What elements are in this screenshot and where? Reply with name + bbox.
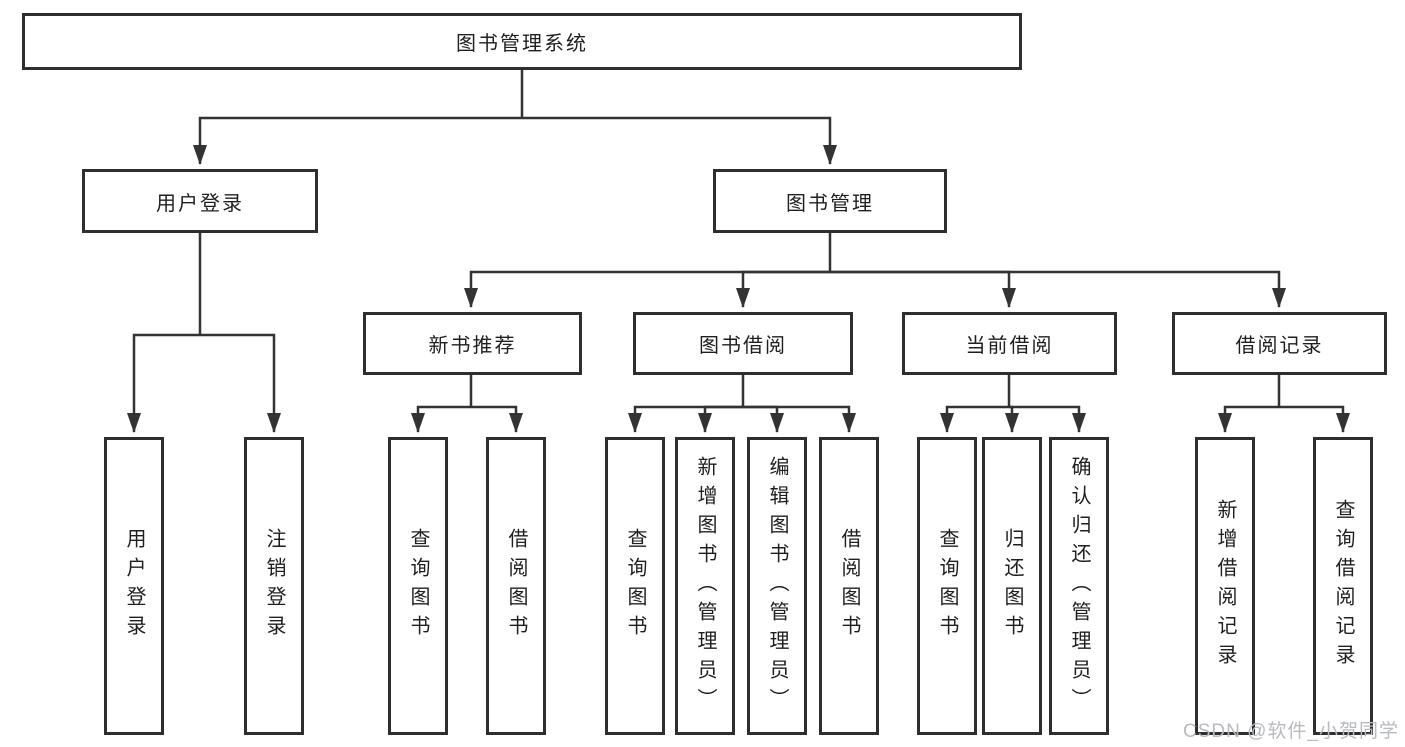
node-book-management: 图书管理: [713, 169, 947, 233]
node-root: 图书管理系统: [22, 13, 1022, 70]
node-leaf-query-books-current-label: 查询图书: [936, 528, 958, 644]
node-leaf-confirm-return-admin: 确认归还（管理员）: [1049, 437, 1109, 735]
node-leaf-return-book-label: 归还图书: [1001, 528, 1023, 644]
node-leaf-borrow-books-recommend-label: 借阅图书: [505, 528, 527, 644]
node-borrow-records-label: 借阅记录: [1235, 335, 1324, 357]
node-leaf-borrow-books: 借阅图书: [819, 437, 879, 735]
node-leaf-return-book: 归还图书: [982, 437, 1042, 735]
node-leaf-query-borrow-record-label: 查询借阅记录: [1332, 499, 1354, 673]
node-leaf-logout-label: 注销登录: [263, 528, 285, 644]
node-leaf-add-borrow-record-label: 新增借阅记录: [1214, 499, 1236, 673]
node-leaf-confirm-return-admin-label: 确认归还（管理员）: [1068, 455, 1090, 717]
node-leaf-borrow-books-label: 借阅图书: [838, 528, 860, 644]
node-leaf-query-books-recommend: 查询图书: [388, 437, 448, 735]
node-user-login: 用户登录: [82, 169, 318, 233]
node-leaf-borrow-books-recommend: 借阅图书: [486, 437, 546, 735]
node-leaf-user-login-label: 用户登录: [123, 528, 145, 644]
node-root-label: 图书管理系统: [456, 33, 588, 55]
node-book-borrow: 图书借阅: [633, 312, 853, 375]
node-leaf-add-borrow-record: 新增借阅记录: [1195, 437, 1255, 735]
node-leaf-query-borrow-record: 查询借阅记录: [1313, 437, 1373, 735]
node-leaf-query-books-recommend-label: 查询图书: [407, 528, 429, 644]
node-book-borrow-label: 图书借阅: [699, 335, 787, 357]
node-borrow-records: 借阅记录: [1172, 312, 1387, 375]
node-leaf-logout: 注销登录: [244, 437, 304, 735]
node-user-login-label: 用户登录: [156, 192, 244, 215]
node-new-book-recommend-label: 新书推荐: [428, 335, 517, 357]
node-leaf-query-books-current: 查询图书: [917, 437, 977, 735]
node-leaf-query-books-borrow: 查询图书: [605, 437, 665, 735]
node-current-borrow-label: 当前借阅: [965, 335, 1054, 357]
node-leaf-edit-book-admin: 编辑图书（管理员）: [747, 437, 807, 735]
node-leaf-edit-book-admin-label: 编辑图书（管理员）: [766, 455, 788, 717]
csdn-watermark: CSDN @软件_小贺同学: [1183, 721, 1399, 742]
node-leaf-user-login: 用户登录: [104, 437, 164, 735]
node-leaf-add-book-admin-label: 新增图书（管理员）: [694, 455, 716, 717]
node-leaf-add-book-admin: 新增图书（管理员）: [675, 437, 735, 735]
node-new-book-recommend: 新书推荐: [363, 312, 582, 375]
node-leaf-query-books-borrow-label: 查询图书: [624, 528, 646, 644]
node-book-management-label: 图书管理: [786, 192, 874, 215]
node-current-borrow: 当前借阅: [902, 312, 1117, 375]
